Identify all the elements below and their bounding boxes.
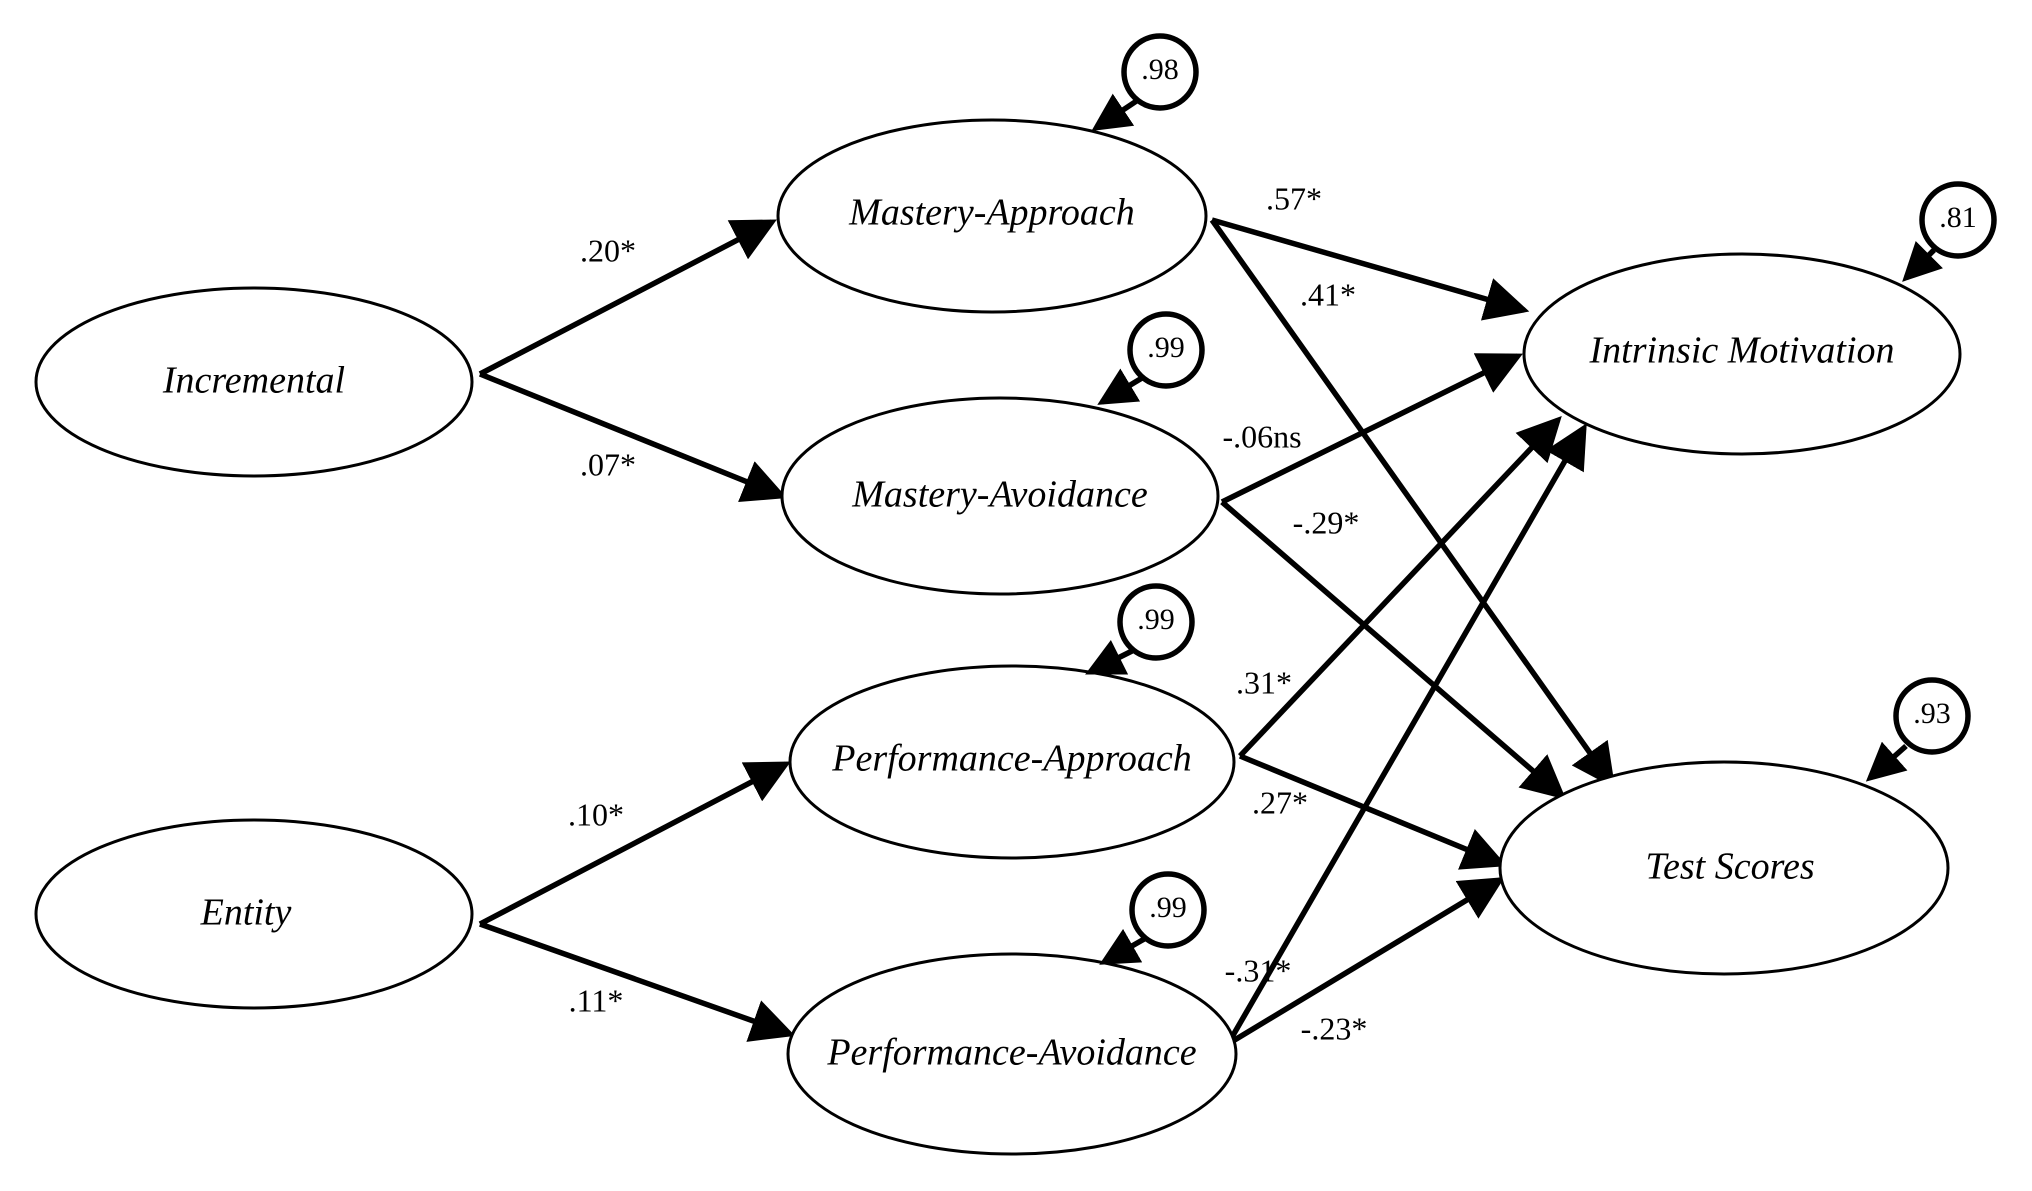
error-test-scores: .93	[1865, 677, 1971, 782]
error-intrinsic-motivation: .81	[1902, 181, 1997, 282]
node-mastery-avoidance-label: Mastery-Avoidance	[851, 474, 1148, 516]
error-intrinsic-motivation-label: .81	[1939, 201, 1977, 234]
error-performance-avoidance-label: .99	[1149, 891, 1187, 924]
error-performance-approach-label: .99	[1137, 603, 1175, 636]
node-mastery-avoidance-ellipse	[780, 396, 1220, 596]
coef-performance-avoidance-to-test: -.23*	[1301, 1010, 1368, 1046]
node-performance-avoidance-ellipse	[786, 952, 1238, 1156]
node-mastery-approach: Mastery-Approach	[776, 118, 1208, 314]
node-incremental: Incremental	[34, 286, 474, 478]
node-intrinsic-motivation: Intrinsic Motivation	[1522, 252, 1962, 456]
node-entity: Entity	[34, 818, 474, 1010]
coef-entity-to-performance-avoidance: .11*	[569, 982, 624, 1018]
node-intrinsic-motivation-ellipse	[1522, 252, 1962, 456]
error-mastery-approach: .98	[1091, 33, 1199, 132]
error-performance-avoidance-arrow	[1099, 928, 1148, 965]
error-performance-approach: .99	[1085, 583, 1195, 675]
error-performance-approach-circle	[1117, 583, 1195, 661]
node-mastery-avoidance: Mastery-Avoidance	[780, 396, 1220, 596]
arrow-incremental-to-mastery-avoidance	[478, 371, 788, 502]
error-mastery-approach-label: .98	[1141, 53, 1179, 86]
coef-incremental-to-mastery-approach: .20*	[580, 232, 636, 268]
error-mastery-avoidance-label: .99	[1147, 331, 1185, 364]
node-incremental-ellipse	[34, 286, 474, 478]
arrow-performance-avoidance-to-intrinsic	[1225, 423, 1587, 1046]
node-performance-avoidance: Performance-Avoidance	[786, 952, 1238, 1156]
path-coefficients: .20* .07* .10* .11* .57* .41* -.06ns -.2…	[568, 180, 1367, 1046]
node-performance-approach: Performance-Approach	[788, 664, 1236, 860]
node-mastery-approach-ellipse	[776, 118, 1208, 314]
node-performance-approach-label: Performance-Approach	[831, 738, 1192, 780]
error-intrinsic-motivation-arrow	[1902, 241, 1943, 282]
error-performance-avoidance-circle	[1129, 871, 1207, 949]
arrow-mastery-approach-to-test	[1209, 218, 1616, 789]
error-test-scores-arrow	[1865, 741, 1908, 782]
node-entity-ellipse	[34, 818, 474, 1010]
coef-performance-avoidance-to-intrinsic: -.31*	[1225, 952, 1292, 988]
error-mastery-approach-circle	[1121, 33, 1199, 111]
coef-incremental-to-mastery-avoidance: .07*	[580, 446, 636, 482]
coef-mastery-avoidance-to-intrinsic: -.06ns	[1222, 418, 1301, 454]
arrow-mastery-approach-to-intrinsic	[1211, 217, 1530, 321]
node-test-scores-ellipse	[1498, 760, 1950, 976]
node-intrinsic-motivation-label: Intrinsic Motivation	[1588, 330, 1894, 372]
node-test-scores-label: Test Scores	[1645, 846, 1814, 888]
arrow-performance-approach-to-test	[1238, 753, 1508, 870]
error-intrinsic-motivation-circle	[1919, 181, 1997, 259]
coef-entity-to-performance-approach: .10*	[568, 796, 624, 832]
arrow-performance-approach-to-intrinsic	[1238, 416, 1562, 758]
arrow-performance-avoidance-to-test	[1226, 877, 1505, 1047]
arrow-entity-to-performance-approach	[478, 761, 791, 927]
node-performance-approach-ellipse	[788, 664, 1236, 860]
path-arrows	[478, 217, 1616, 1047]
node-performance-avoidance-label: Performance-Avoidance	[826, 1032, 1196, 1074]
error-mastery-avoidance-arrow	[1097, 368, 1144, 405]
error-performance-avoidance: .99	[1099, 871, 1207, 965]
node-mastery-approach-label: Mastery-Approach	[848, 192, 1135, 234]
coef-performance-approach-to-test: .27*	[1252, 784, 1308, 820]
coef-mastery-approach-to-intrinsic: .57*	[1266, 180, 1322, 216]
arrow-mastery-avoidance-to-intrinsic	[1220, 353, 1523, 505]
coef-mastery-avoidance-to-test: -.29*	[1293, 504, 1360, 540]
coef-performance-approach-to-intrinsic: .31*	[1236, 664, 1292, 700]
node-test-scores: Test Scores	[1498, 760, 1950, 976]
arrow-mastery-avoidance-to-test	[1220, 499, 1567, 800]
error-mastery-avoidance: .99	[1097, 311, 1205, 405]
arrow-entity-to-performance-avoidance	[479, 921, 796, 1042]
node-entity-label: Entity	[200, 892, 292, 934]
error-performance-approach-arrow	[1085, 640, 1136, 675]
error-test-scores-label: .93	[1913, 697, 1951, 730]
arrow-incremental-to-mastery-approach	[478, 219, 777, 377]
error-mastery-avoidance-circle	[1127, 311, 1205, 389]
coef-mastery-approach-to-test: .41*	[1300, 276, 1356, 312]
error-mastery-approach-arrow	[1091, 93, 1140, 132]
node-incremental-label: Incremental	[162, 360, 345, 402]
error-test-scores-circle	[1893, 677, 1971, 755]
